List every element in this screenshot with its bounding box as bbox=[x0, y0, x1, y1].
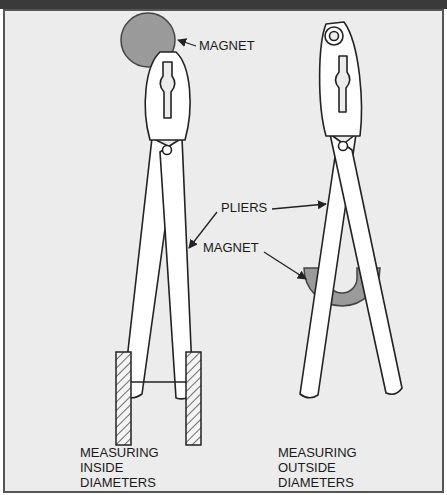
top-band bbox=[0, 0, 447, 9]
part-label: PLIERS bbox=[221, 200, 267, 215]
panel-frame bbox=[4, 10, 443, 492]
caption-text: MEASURING INSIDE DIAMETERS bbox=[80, 445, 164, 490]
leader-line bbox=[178, 40, 326, 279]
caption-text: MEASURING OUTSIDE DIAMETERS bbox=[278, 445, 362, 490]
part-label: MAGNET bbox=[203, 240, 259, 255]
pipe-section bbox=[116, 352, 201, 445]
part-label: MAGNET bbox=[199, 38, 255, 53]
pliers-left bbox=[123, 52, 193, 399]
pliers-right bbox=[300, 22, 402, 398]
